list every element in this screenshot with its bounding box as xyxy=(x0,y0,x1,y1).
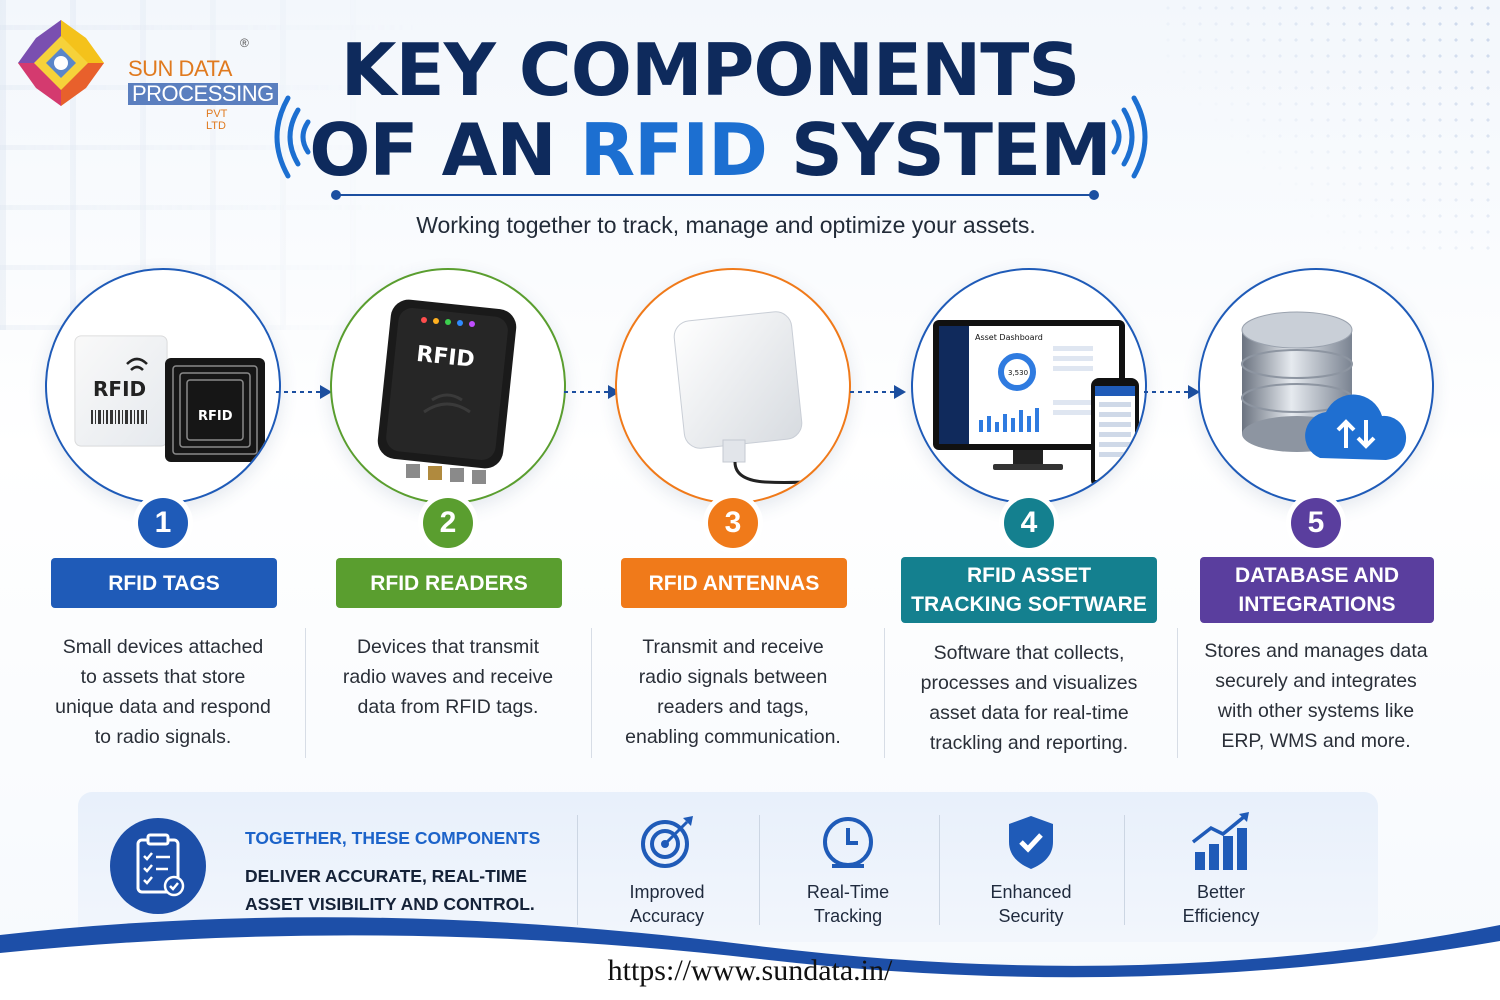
step-number-1: 1 xyxy=(138,498,188,548)
summary-separator xyxy=(577,815,578,925)
rfid-reader-illustration: RFID xyxy=(377,299,517,484)
background-dots xyxy=(1160,0,1500,260)
rfid-tags-description: Small devices attached to assets that st… xyxy=(55,636,271,748)
step-number-2: 2 xyxy=(423,498,473,548)
tracking-software-label: RFID ASSET TRACKING SOFTWARE xyxy=(901,557,1157,623)
component-rfid-tags: RFID RFID 1 RFID TAGS Small devices atta… xyxy=(23,268,303,768)
summary-bar xyxy=(78,792,1378,942)
rfid-antenna-image xyxy=(615,268,851,504)
shield-check-icon xyxy=(1009,816,1053,869)
rfid-readers-label: RFID READERS xyxy=(336,558,562,608)
step-number-5: 5 xyxy=(1291,498,1341,548)
tracking-software-description: Software that collects, processes and vi… xyxy=(920,642,1138,754)
flow-arrow-icon xyxy=(850,385,906,399)
flow-arrow-icon xyxy=(276,385,332,399)
title-line2: OF AN RFID SYSTEM xyxy=(309,108,1112,192)
title-divider xyxy=(331,190,1099,200)
tag2-label: RFID xyxy=(198,409,233,424)
rfid-antennas-label: RFID ANTENNAS xyxy=(621,558,847,608)
database-description: Stores and manages data securely and int… xyxy=(1204,640,1428,752)
target-icon xyxy=(641,816,693,868)
rfid-reader-image: RFID xyxy=(330,268,566,504)
signal-waves-left-icon xyxy=(274,95,311,179)
growth-chart-icon xyxy=(1191,812,1249,870)
footer-url[interactable]: https://www.sundata.in/ xyxy=(607,954,893,987)
summary-separator xyxy=(939,815,940,925)
column-separator xyxy=(884,628,885,758)
rfid-readers-description: Devices that transmit radio waves and re… xyxy=(342,636,554,718)
brand-name-line2: PROCESSING xyxy=(128,83,278,105)
flow-arrow-icon xyxy=(1144,385,1200,399)
tracking-software-image: Asset Dashboard 3,530 xyxy=(911,268,1147,504)
column-separator xyxy=(1177,628,1178,758)
signal-waves-right-icon xyxy=(1111,95,1148,179)
database-image xyxy=(1198,268,1434,504)
tracking-software-illustration: Asset Dashboard 3,530 xyxy=(933,320,1139,488)
flow-arrow-icon xyxy=(564,385,620,399)
title-accent: RFID xyxy=(579,108,768,192)
summary-separator xyxy=(1124,815,1125,925)
brand-name-line3: PVT LTD xyxy=(206,108,228,132)
title-line1: KEY COMPONENTS xyxy=(340,28,1081,112)
checklist-icon xyxy=(136,833,185,897)
tag1-label: RFID xyxy=(93,377,146,401)
component-database: 5 DATABASE AND INTEGRATIONS Stores and m… xyxy=(1176,268,1456,768)
step-number-3: 3 xyxy=(708,498,758,548)
page-subtitle: Working together to track, manage and op… xyxy=(416,212,1036,238)
clock-icon xyxy=(823,817,873,868)
summary-heading: TOGETHER, THESE COMPONENTS xyxy=(245,828,541,848)
database-illustration xyxy=(1241,311,1407,460)
component-rfid-readers: RFID 2 RFID READERS Devices that transmi… xyxy=(308,268,588,768)
reader-label: RFID xyxy=(415,342,476,373)
database-label: DATABASE AND INTEGRATIONS xyxy=(1200,557,1434,623)
rfid-tags-illustration: RFID RFID xyxy=(74,335,265,462)
page-title: KEY COMPONENTS OF AN RFID SYSTEM xyxy=(300,30,1120,190)
component-tracking-software: Asset Dashboard 3,530 4 RFID ASSET TRACK… xyxy=(889,268,1169,768)
column-separator xyxy=(591,628,592,758)
dashboard-title: Asset Dashboard xyxy=(975,333,1043,342)
rfid-tags-image: RFID RFID xyxy=(45,268,281,504)
summary-text: DELIVER ACCURATE, REAL-TIME ASSET VISIBI… xyxy=(245,866,535,914)
column-separator xyxy=(305,628,306,758)
summary-separator xyxy=(759,815,760,925)
sun-logo-icon xyxy=(18,20,104,106)
rfid-tags-label: RFID TAGS xyxy=(51,558,277,608)
checklist-badge xyxy=(110,818,206,914)
brand-logo: ® SUN DATA PROCESSING PVT LTD xyxy=(16,18,278,132)
component-rfid-antennas: 3 RFID ANTENNAS Transmit and receive rad… xyxy=(593,268,873,768)
step-number-4: 4 xyxy=(1004,498,1054,548)
gauge-value: 3,530 xyxy=(1008,369,1028,377)
rfid-antenna-illustration xyxy=(673,311,836,484)
registered-mark: ® xyxy=(240,36,249,50)
brand-name-line1: SUN DATA xyxy=(128,56,232,81)
footer-wave xyxy=(0,917,1500,1000)
rfid-antennas-description: Transmit and receive radio signals betwe… xyxy=(625,636,841,748)
